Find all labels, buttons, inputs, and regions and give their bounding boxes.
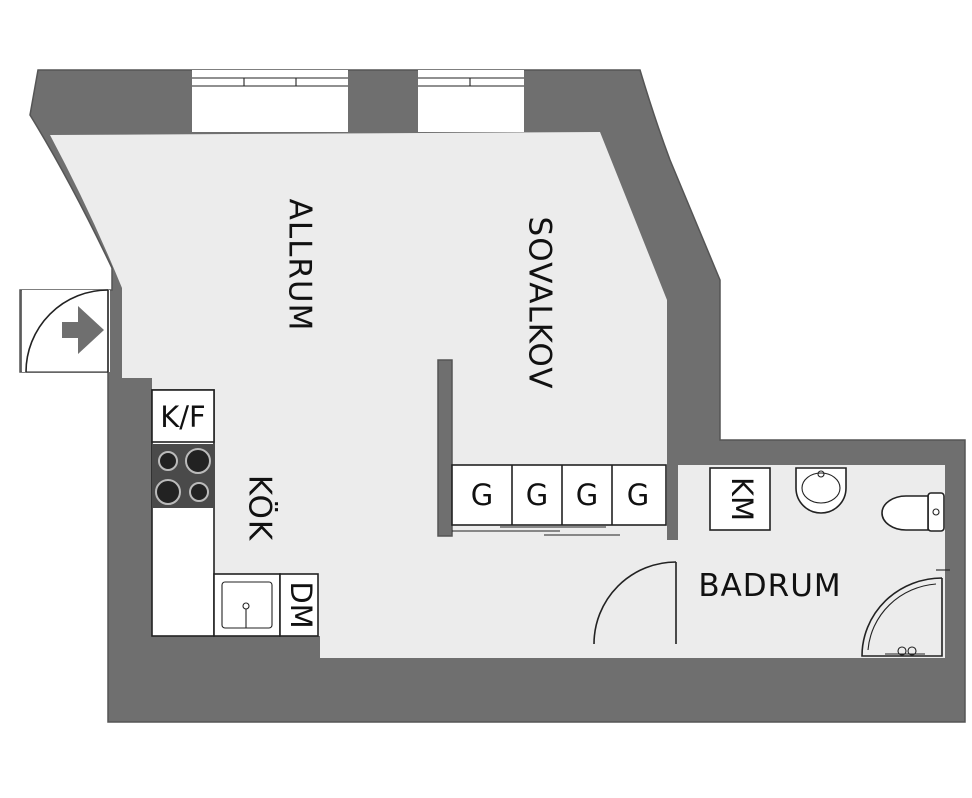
stove-burners-icon	[155, 448, 211, 505]
kitchen-counter: K/F DM	[151, 389, 319, 637]
bathroom-passage	[664, 540, 680, 658]
entrance-door[interactable]	[22, 289, 110, 373]
bathroom-door[interactable]	[593, 561, 677, 645]
entrance-arrow-icon	[62, 306, 104, 354]
toilet	[881, 492, 945, 532]
shower	[861, 569, 950, 657]
wash-basin	[795, 467, 847, 514]
wardrobe-3-label: G	[576, 478, 598, 512]
partition-wall	[437, 359, 453, 537]
room-label-sovalkov: SOVALKOV	[522, 217, 558, 390]
wardrobe-4-label: G	[627, 478, 649, 512]
room-label-allrum: ALLRUM	[282, 199, 318, 332]
dishwasher	[279, 573, 319, 637]
wardrobes: G G G G	[451, 464, 667, 536]
fridge-freezer-label: K/F	[160, 400, 205, 434]
washing-machine	[709, 467, 771, 531]
kitchen-sink	[213, 573, 281, 637]
washing-machine-label: KM	[725, 477, 759, 521]
room-label-kok: KÖK	[242, 475, 279, 541]
wardrobe-2-label: G	[526, 478, 548, 512]
window-right	[418, 70, 524, 132]
fridge-freezer	[151, 389, 215, 443]
wardrobe-1-label: G	[471, 478, 493, 512]
dishwasher-label: DM	[284, 581, 318, 628]
window-left	[192, 70, 348, 132]
room-label-badrum: BADRUM	[698, 568, 841, 604]
